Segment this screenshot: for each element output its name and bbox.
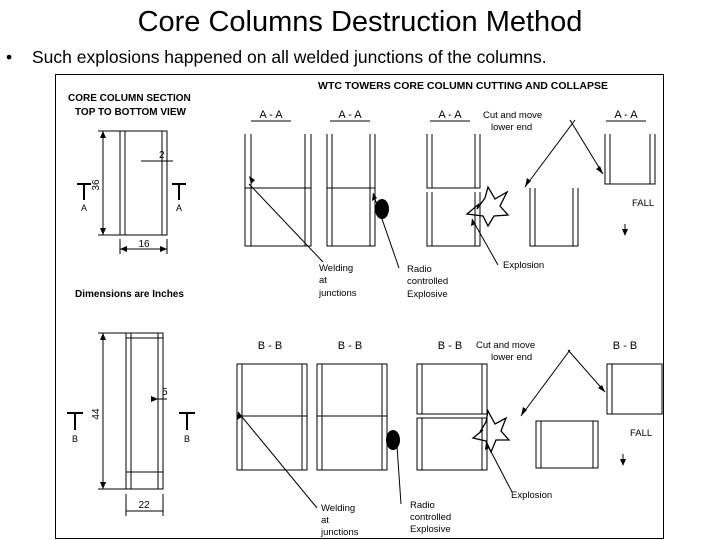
row-b-explosion-label: Explosion (511, 490, 552, 501)
bottom-wall-label: 5 (162, 387, 168, 398)
bullet-point: • Such explosions happened on all welded … (6, 47, 547, 68)
row-b-explosive-1: Radio (410, 500, 435, 511)
bottom-height-label: 44 (91, 408, 102, 420)
row-b-explosive-3: Explosive (410, 524, 451, 535)
row-b-view-label-2: B - B (338, 340, 362, 352)
row-a-view-label-3: A - A (438, 109, 462, 121)
row-b-fall-label: FALL (630, 428, 652, 439)
top-wall-label: 2 (159, 150, 165, 161)
section-title-line1: CORE COLUMN SECTION (68, 93, 191, 104)
row-b-view-label-3: B - B (438, 340, 462, 352)
top-column-section (77, 130, 186, 254)
bottom-cut-mark-right: B (184, 434, 190, 444)
row-b-view-label-4: B - B (613, 340, 637, 352)
row-a-welding-1: Welding (319, 263, 353, 274)
slide-title: Core Columns Destruction Method (137, 6, 583, 38)
row-b-explosive-2: controlled (410, 512, 451, 523)
row-b-cut-2: lower end (491, 352, 532, 363)
row-a-view-label-4: A - A (614, 109, 638, 121)
row-a-fall-label: FALL (632, 198, 654, 209)
row-a-view-label-1: A - A (259, 109, 283, 121)
bullet-text: Such explosions happened on all welded j… (32, 47, 547, 67)
row-a-cut-2: lower end (491, 122, 532, 133)
row-a-welding-3: junctions (318, 288, 357, 299)
row-a-view-label-2: A - A (338, 109, 362, 121)
row-a-explosive-2: controlled (407, 276, 448, 287)
diagram-title: WTC TOWERS CORE COLUMN CUTTING AND COLLA… (318, 80, 608, 92)
diagram-panel: WTC TOWERS CORE COLUMN CUTTING AND COLLA… (55, 74, 664, 539)
section-title-line2: TOP TO BOTTOM VIEW (75, 107, 186, 118)
row-a-welding-2: at (319, 275, 327, 286)
row-b-cut-1: Cut and move (476, 340, 535, 351)
top-height-label: 36 (91, 179, 102, 191)
top-width-label: 16 (138, 239, 150, 250)
bullet-dot: • (6, 47, 13, 67)
row-b-view-label-1: B - B (258, 340, 282, 352)
row-b-welding-2: at (321, 515, 329, 526)
row-a-cut-1: Cut and move (483, 110, 542, 121)
row-b-welding-3: junctions (320, 527, 359, 538)
diagram-svg: WTC TOWERS CORE COLUMN CUTTING AND COLLA… (55, 74, 664, 539)
row-a-explosive-3: Explosive (407, 289, 448, 300)
row-b: B - B B - B B - B B - B (236, 340, 663, 538)
bottom-column-section (67, 332, 195, 516)
top-cut-mark-right: A (176, 203, 182, 213)
row-a-explosion-label: Explosion (503, 260, 544, 271)
top-cut-mark-left: A (81, 203, 87, 213)
row-a: A - A A - A A - A A - A (244, 109, 656, 300)
bottom-width-label: 22 (138, 500, 150, 511)
bottom-cut-mark-left: B (72, 434, 78, 444)
dimensions-note: Dimensions are Inches (75, 289, 184, 300)
row-b-welding-1: Welding (321, 503, 355, 514)
row-a-explosive-1: Radio (407, 264, 432, 275)
diagram-frame (55, 74, 664, 539)
